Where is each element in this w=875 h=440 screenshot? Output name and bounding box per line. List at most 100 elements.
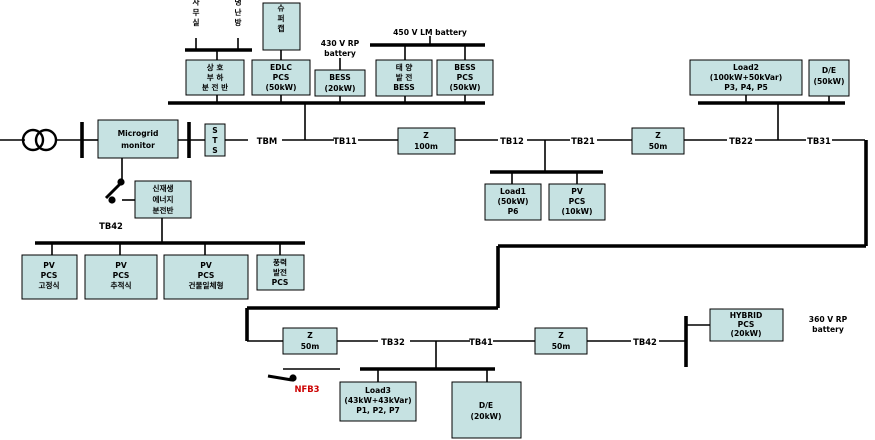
de50-line2: (50kW)	[814, 77, 845, 86]
pvfixed-line1: PV	[43, 261, 55, 270]
monitor-line1: Microgrid	[118, 129, 159, 138]
load1-line1: Load1	[500, 187, 526, 196]
edlc-line1: EDLC	[270, 63, 292, 72]
box-impedance-50m-c: Z 50m	[534, 327, 588, 355]
box-impedance-100m: Z 100m	[397, 127, 456, 155]
box-wind-pcs: 풍력 발전 PCS	[256, 254, 305, 291]
de20-line1: D/E	[479, 401, 493, 410]
bess50-line3: (50kW)	[450, 83, 481, 92]
load3-line1: Load3	[365, 386, 391, 395]
wind-line3: PCS	[272, 278, 289, 287]
z50b-line2: 50m	[301, 342, 320, 351]
box-bess-pcs-50: BESS PCS (50kW)	[436, 59, 494, 96]
bus-tb42-left: TB42	[99, 221, 123, 231]
load-panel-line2: 부 하	[207, 72, 224, 82]
monitor-line2: monitor	[121, 141, 155, 150]
box-load-panel: 상 호 부 하 분 전 반	[185, 59, 245, 96]
solar-bess-line3: BESS	[393, 83, 415, 92]
z100-line2: 100m	[414, 142, 438, 151]
pvfixed-line2: PCS	[41, 271, 58, 280]
vrp360-label-2: battery	[812, 325, 844, 334]
box-pv-tracking: PV PCS 추적식	[84, 254, 158, 300]
pvbipv-line3: 건물일체형	[189, 280, 224, 290]
box-load1: Load1 (50kW) P6	[484, 183, 542, 221]
z100-line1: Z	[423, 131, 429, 140]
de20-line2: (20kW)	[471, 412, 502, 421]
load2-line2: (100kW+50kVar)	[710, 73, 783, 82]
solar-bess-line2: 발 전	[396, 72, 413, 82]
bess20-line2: (20kW)	[325, 84, 356, 93]
edlc-line2: PCS	[273, 73, 290, 82]
bus-tb12: TB12	[500, 136, 524, 146]
box-bess-20: BESS (20kW)	[314, 69, 366, 97]
sts-line1: S	[212, 126, 217, 135]
solar-bess-line1: 태 양	[396, 62, 413, 72]
sts-line3: S	[212, 146, 217, 155]
load2-line1: Load2	[733, 63, 759, 72]
office-label: 사 무 실	[192, 0, 201, 27]
load3-line3: P1, P2, P7	[356, 406, 400, 415]
z50c-line2: 50m	[552, 342, 571, 351]
pvtrack-line2: PCS	[113, 271, 130, 280]
box-de-50: D/E (50kW)	[808, 59, 850, 97]
box-de-20: D/E (20kW)	[451, 381, 522, 439]
bus-tb22: TB22	[729, 136, 753, 146]
pvbipv-line2: PCS	[198, 271, 215, 280]
box-pv-bipv: PV PCS 건물일체형	[163, 254, 249, 300]
load3-line2: (43kW+43kVar)	[344, 396, 411, 405]
load-panel-line3: 분 전 반	[202, 82, 228, 92]
box-impedance-50m-a: Z 50m	[631, 127, 685, 155]
box-edlc-pcs: EDLC PCS (50kW)	[251, 59, 311, 96]
load-panel-line1: 상 호	[207, 62, 224, 72]
renew-line3: 분전반	[153, 205, 174, 215]
bess20-line1: BESS	[329, 73, 351, 82]
sts-line2: T	[212, 136, 218, 145]
renew-line1: 신재생	[153, 183, 174, 193]
nfb3-label: NFB3	[295, 384, 320, 394]
load1-line2: (50kW)	[498, 197, 529, 206]
z50a-line2: 50m	[649, 142, 668, 151]
wind-line2: 발전	[273, 267, 287, 277]
pvbipv-line1: PV	[200, 261, 212, 270]
hybrid-line3: (20kW)	[731, 329, 762, 338]
pvtrack-line1: PV	[115, 261, 127, 270]
supercap-label: 슈 퍼 캡	[277, 4, 286, 33]
box-load2: Load2 (100kW+50kVar) P3, P4, P5	[689, 59, 803, 96]
z50c-line1: Z	[558, 331, 564, 340]
load1-line3: P6	[508, 207, 519, 216]
wires	[0, 36, 868, 382]
bus-tb42-right: TB42	[633, 337, 657, 347]
bess50-line2: PCS	[457, 73, 474, 82]
bus-tb21: TB21	[571, 136, 595, 146]
wind-line1: 풍력	[273, 257, 287, 267]
pvfixed-line3: 고정식	[39, 280, 60, 290]
nfb3-contact	[289, 374, 297, 382]
hybrid-line1: HYBRID	[730, 311, 763, 320]
hybrid-line2: PCS	[738, 320, 755, 329]
box-microgrid-monitor: Microgrid monitor	[97, 119, 179, 159]
edlc-line3: (50kW)	[266, 83, 297, 92]
switch-contact-lower	[108, 196, 116, 204]
bus-tbm: TBM	[257, 136, 277, 146]
bus-tb31: TB31	[807, 136, 831, 146]
pv10-line2: PCS	[569, 197, 586, 206]
z50b-line1: Z	[307, 331, 313, 340]
switch-contact-upper	[117, 178, 125, 186]
vrp430-label-2: battery	[324, 49, 356, 58]
z50a-line1: Z	[655, 131, 661, 140]
de50-line1: D/E	[822, 66, 836, 75]
bess50-line1: BESS	[454, 63, 476, 72]
box-pv-pcs-10: PV PCS (10kW)	[548, 183, 606, 221]
box-sts: S T S	[204, 123, 226, 157]
pvtrack-line3: 추적식	[111, 280, 132, 290]
box-pv-fixed: PV PCS 고정식	[21, 254, 78, 300]
box-supercap: 슈 퍼 캡	[262, 2, 301, 51]
vrp430-label-1: 430 V RP	[321, 39, 360, 48]
load2-line3: P3, P4, P5	[724, 83, 768, 92]
vlm450-label: 450 V LM battery	[393, 28, 467, 37]
bus-tb11: TB11	[333, 136, 357, 146]
heating-label: 냉 난 방	[234, 0, 243, 27]
box-solar-bess: 태 양 발 전 BESS	[375, 59, 433, 97]
